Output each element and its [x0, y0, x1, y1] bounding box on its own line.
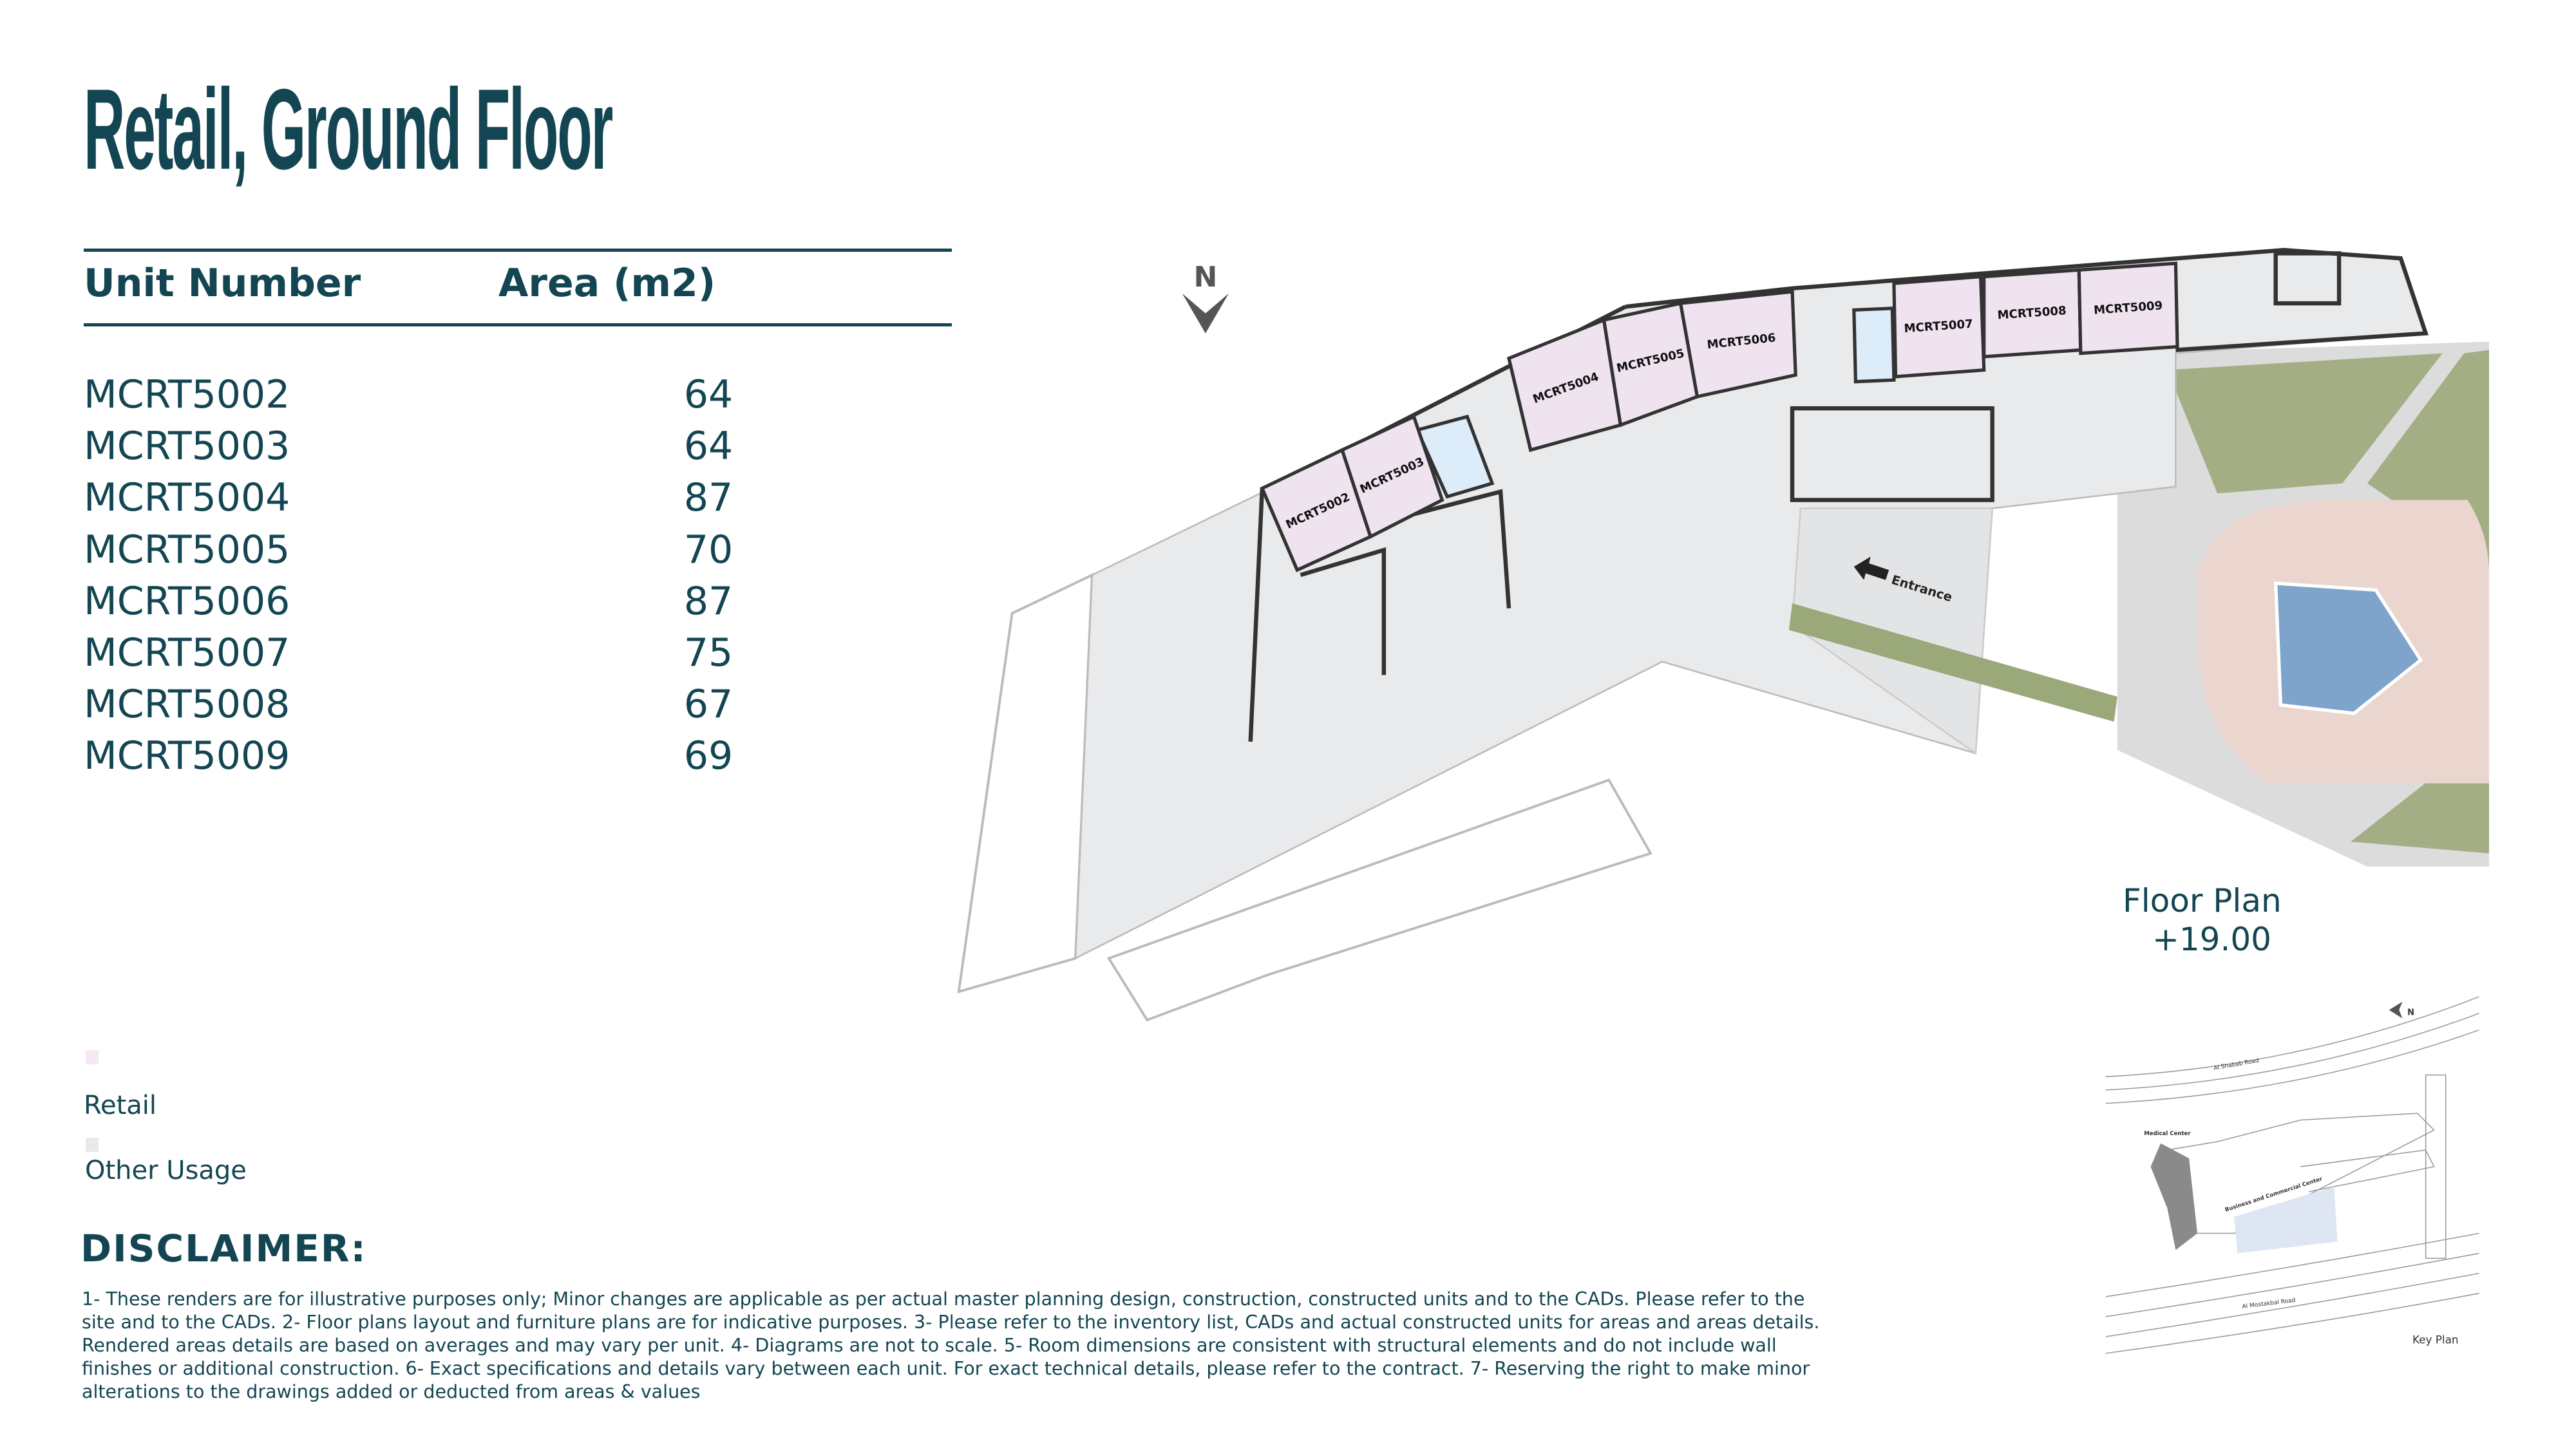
unit-area: 64 [683, 424, 734, 469]
north-label: N [1193, 261, 1217, 294]
wc [1852, 306, 1896, 384]
disclaimer-text: 1- These renders are for illustrative pu… [82, 1288, 1820, 1402]
table-row: MCRT5003 64 [84, 424, 733, 475]
key-plan-north: N [2407, 1008, 2414, 1017]
column-header-area: Area (m2) [498, 261, 716, 306]
unit-number: MCRT5005 [84, 527, 290, 572]
unit-number: MCRT5006 [84, 578, 290, 624]
floor-plan-level: +19.00 [2152, 921, 2271, 958]
legend-swatch-retail [86, 1050, 99, 1064]
unit-number: MCRT5009 [84, 733, 290, 779]
unit-area: 87 [683, 578, 734, 624]
unit-area: 67 [683, 682, 734, 728]
key-plan-road-top: Al Shabab Road [2213, 1058, 2260, 1072]
unit-number: MCRT5002 [84, 372, 290, 417]
table-row: MCRT5007 75 [84, 630, 733, 682]
key-plan-highlight [2150, 1143, 2198, 1250]
retail-unit-MCRT5006[interactable] [1678, 290, 1797, 399]
pool [2273, 581, 2423, 715]
table-row: MCRT5009 69 [84, 733, 733, 785]
retail-unit-MCRT5009[interactable] [2077, 261, 2179, 355]
key-plan-retail [2233, 1187, 2338, 1254]
landscape-area [2167, 353, 2443, 494]
planter [1788, 603, 2117, 722]
unit-area: 64 [683, 372, 734, 417]
unit-number: MCRT5007 [84, 630, 290, 675]
retail-unit-MCRT5007[interactable] [1892, 274, 1986, 379]
unit-area: 87 [683, 475, 734, 521]
terrace-outline [957, 572, 1094, 993]
unit-area: 69 [683, 733, 734, 779]
table-top-rule [84, 249, 952, 252]
legend-label-retail: Retail [84, 1091, 157, 1120]
key-plan-medical-center: Medical Center [2144, 1131, 2191, 1137]
retail-unit-MCRT5003[interactable] [1340, 414, 1444, 540]
key-plan-road-bottom: Al Mostakbal Road [2242, 1297, 2296, 1310]
entrance-forecourt [1791, 507, 1994, 755]
north-arrow-icon [1182, 293, 1229, 334]
wc [1414, 415, 1495, 499]
table-row: MCRT5005 70 [84, 527, 733, 579]
column-header-unit: Unit Number [84, 261, 361, 306]
key-plan-caption: Key Plan [2412, 1333, 2459, 1346]
table-row: MCRT5004 87 [84, 475, 733, 527]
unit-number: MCRT5003 [84, 424, 290, 469]
legend-label-other: Other Usage [85, 1156, 247, 1185]
table-row: MCRT5002 64 [84, 372, 733, 424]
table-row: MCRT5006 87 [84, 578, 733, 630]
unit-area: 70 [683, 527, 734, 572]
table-header-rule [84, 323, 952, 326]
floor-plan-caption: Floor Plan [2123, 882, 2282, 919]
page-title: Retail, Ground Floor [84, 65, 613, 193]
disclaimer-heading: DISCLAIMER: [80, 1227, 367, 1270]
legend-swatch-other [86, 1138, 99, 1152]
unit-number: MCRT5004 [84, 475, 290, 521]
key-plan [2105, 996, 2479, 1354]
unit-area: 75 [683, 630, 734, 675]
lower-deck-outline [1106, 778, 1653, 1022]
unit-number: MCRT5008 [84, 682, 290, 728]
table-row: MCRT5008 67 [84, 682, 733, 733]
entrance-arrow-icon [1853, 556, 1889, 580]
key-plan-north-icon [2389, 1001, 2403, 1019]
